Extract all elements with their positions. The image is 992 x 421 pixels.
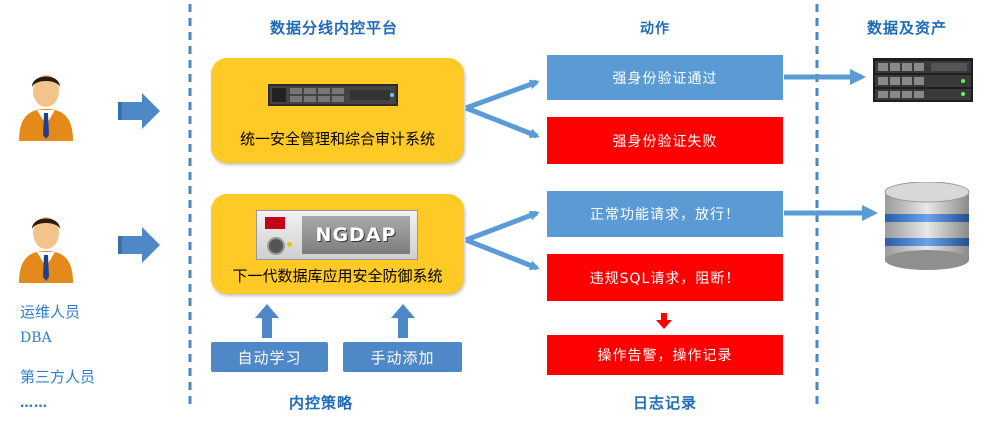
action-auth-fail: 强身份验证失败 <box>547 117 783 164</box>
branch-arrow-block <box>465 237 540 271</box>
user-avatar-icon <box>19 217 73 283</box>
device-brand-text: NGDAP <box>315 224 397 246</box>
manual-add-button[interactable]: 手动添加 <box>343 342 462 372</box>
header-platform: 数据分线内控平台 <box>270 19 399 37</box>
rack-server-icon <box>268 84 398 106</box>
user-avatar-icon <box>19 75 73 141</box>
header-assets: 数据及资产 <box>867 19 948 37</box>
user-label-third-party: 第三方人员 <box>20 368 96 386</box>
action-auth-pass: 强身份验证通过 <box>547 55 783 100</box>
up-arrow-icon <box>255 304 279 338</box>
status-led-icon <box>287 242 292 247</box>
user-label-more: …… <box>20 396 48 411</box>
header-action: 动作 <box>640 21 670 37</box>
firewall-system-label: 下一代数据库应用安全防御系统 <box>232 267 443 285</box>
auto-learn-button[interactable]: 自动学习 <box>211 342 328 372</box>
database-icon <box>884 182 970 270</box>
user-label-ops: 运维人员 <box>20 303 81 321</box>
ngdap-device: NGDAP <box>256 210 418 260</box>
right-arrow-icon <box>118 93 160 129</box>
header-log: 日志记录 <box>633 394 698 412</box>
down-arrow-icon <box>656 313 672 329</box>
header-policy: 内控策略 <box>289 394 354 412</box>
audit-system-box <box>211 58 464 163</box>
branch-arrow-pass <box>465 79 540 111</box>
branch-arrow-fail <box>465 105 540 139</box>
action-block: 违规SQL请求，阻断！ <box>547 254 783 301</box>
audit-system-label: 统一安全管理和综合审计系统 <box>239 130 435 148</box>
server-icon <box>873 58 973 102</box>
action-allow: 正常功能请求，放行！ <box>547 191 783 237</box>
action-alert: 操作告警，操作记录 <box>547 335 783 375</box>
device-logo-icon <box>265 217 285 229</box>
branch-arrow-allow <box>465 210 540 243</box>
power-button-icon <box>267 237 285 255</box>
up-arrow-icon <box>391 304 415 338</box>
user-label-dba: DBA <box>20 330 52 346</box>
right-arrow-icon <box>118 227 160 263</box>
